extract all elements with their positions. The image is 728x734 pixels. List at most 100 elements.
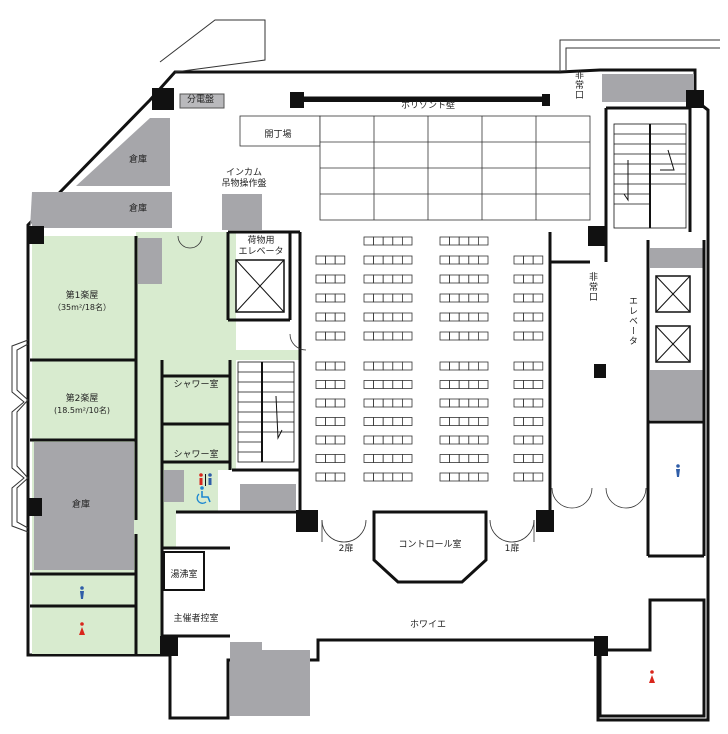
seat <box>363 274 375 284</box>
roof-outline-right-2 <box>565 47 720 70</box>
seat <box>392 255 403 265</box>
fly-gallery-grid <box>239 115 591 221</box>
seat <box>334 472 346 482</box>
seat <box>449 435 460 445</box>
seat <box>468 331 479 341</box>
seat <box>382 435 394 445</box>
audience-seating <box>315 236 544 482</box>
seat <box>315 454 327 463</box>
foyer-label: ホワイエ <box>410 620 446 630</box>
seat <box>363 331 375 341</box>
seat <box>401 312 413 322</box>
seat <box>439 417 451 426</box>
dressing-room-2-detail: (18.5m²/10名) <box>54 406 110 415</box>
seat <box>334 417 346 426</box>
seat <box>382 454 394 463</box>
seat <box>382 255 394 265</box>
dressing-room-1-detail: （35m²/18名） <box>52 303 112 312</box>
bottom-gray-block <box>230 642 310 716</box>
seat <box>382 472 394 482</box>
control-room-label: コントロール室 <box>398 540 462 550</box>
seat <box>513 331 525 341</box>
seat <box>513 435 525 445</box>
seat <box>315 255 327 265</box>
seat <box>334 454 346 463</box>
seat <box>513 417 525 426</box>
seat <box>363 293 375 303</box>
seat <box>477 274 489 284</box>
seat <box>401 454 413 463</box>
elevator-label: エレベータ <box>627 296 637 346</box>
seat <box>315 293 327 303</box>
seat <box>458 454 470 463</box>
seat <box>439 293 451 303</box>
seat <box>334 435 346 445</box>
seat <box>458 293 470 303</box>
seat <box>532 472 544 482</box>
seat <box>458 398 470 408</box>
seat <box>477 361 489 371</box>
shower-room-2-label: シャワー室 <box>173 450 219 460</box>
seat <box>477 255 489 265</box>
seat <box>477 331 489 341</box>
seat <box>477 312 489 322</box>
stair-center <box>237 361 295 463</box>
seat <box>523 435 534 445</box>
male-toilet-icon-right <box>676 464 680 477</box>
seat <box>439 236 451 246</box>
freight-elevator-label-1: 荷物用 <box>247 236 275 246</box>
seat <box>439 398 451 408</box>
seat <box>401 274 413 284</box>
seat <box>373 255 384 265</box>
seat <box>363 361 375 371</box>
control-room-outline <box>372 510 488 584</box>
seat <box>392 312 403 322</box>
seat <box>523 274 534 284</box>
roof-outline-right <box>559 39 720 72</box>
seat <box>392 361 403 371</box>
seat <box>382 380 394 389</box>
seat <box>439 361 451 371</box>
seat <box>315 274 327 284</box>
seat <box>458 417 470 426</box>
corner-block <box>30 192 42 228</box>
seat <box>439 472 451 482</box>
seat <box>373 417 384 426</box>
seat <box>325 398 336 408</box>
seat <box>382 293 394 303</box>
elevator-shaft-gray-1 <box>650 248 704 268</box>
seat <box>373 454 384 463</box>
wall-posts <box>28 88 704 656</box>
seat <box>449 274 460 284</box>
seat <box>449 236 460 246</box>
seat <box>315 472 327 482</box>
seat <box>392 472 403 482</box>
intercom-panel-label-2: 吊物操作盤 <box>221 179 267 189</box>
seat <box>363 236 375 246</box>
seat <box>523 255 534 265</box>
emergency-exit-2-label: 非常口 <box>587 272 597 302</box>
seat <box>468 398 479 408</box>
seat <box>477 293 489 303</box>
seat <box>325 331 336 341</box>
seat <box>382 361 394 371</box>
seat <box>382 312 394 322</box>
seat <box>532 454 544 463</box>
seat <box>325 293 336 303</box>
seat <box>334 380 346 389</box>
seat <box>315 331 327 341</box>
seat <box>373 435 384 445</box>
small-gray-1 <box>164 470 184 502</box>
shower-room-1-label: シャワー室 <box>173 380 219 390</box>
seat <box>373 236 384 246</box>
seat <box>468 435 479 445</box>
dressing-room-2-name: 第2楽屋 <box>65 394 99 404</box>
seat <box>392 417 403 426</box>
seat <box>373 293 384 303</box>
seat <box>477 398 489 408</box>
seat <box>449 312 460 322</box>
horizont-wall-post-r <box>542 94 550 106</box>
seat <box>523 380 534 389</box>
seat <box>449 398 460 408</box>
seat <box>523 361 534 371</box>
